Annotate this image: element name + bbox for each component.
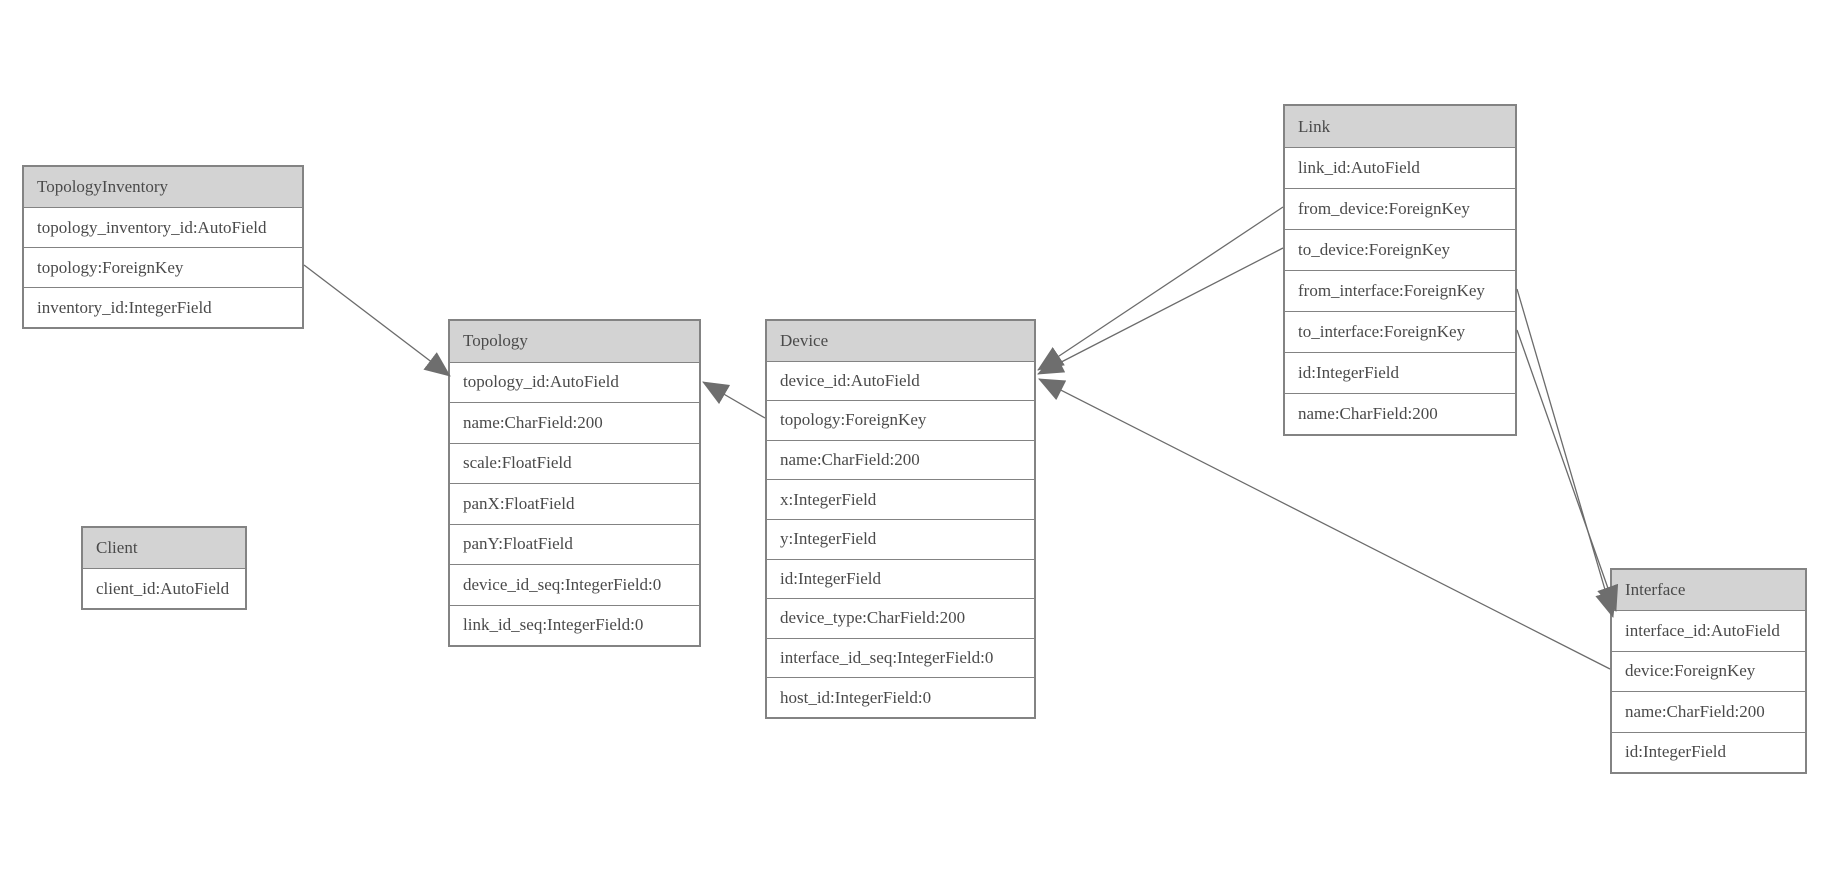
entity-title: Interface [1612, 570, 1805, 611]
entity-field: link_id_seq:IntegerField:0 [450, 604, 699, 645]
entity-field: y:IntegerField [767, 518, 1034, 559]
entity-field: device:ForeignKey [1612, 650, 1805, 692]
entity-field: panY:FloatField [450, 523, 699, 564]
entity-field: x:IntegerField [767, 479, 1034, 519]
relation-topologyinventory-topology [303, 264, 451, 377]
entity-field: interface_id:AutoField [1612, 610, 1805, 651]
entity-title: TopologyInventory [24, 167, 302, 207]
entity-field: panX:FloatField [450, 483, 699, 524]
entity-field: topology_id:AutoField [450, 361, 699, 402]
entity-field: name:CharField:200 [450, 402, 699, 443]
entity-field: from_interface:ForeignKey [1285, 270, 1515, 311]
entity-field: device_id_seq:IntegerField:0 [450, 564, 699, 605]
entity-field: to_device:ForeignKey [1285, 229, 1515, 270]
entity-field: topology_inventory_id:AutoField [24, 207, 302, 247]
entity-field: from_device:ForeignKey [1285, 188, 1515, 229]
entity-field: topology:ForeignKey [767, 400, 1034, 440]
relation-device-topology [702, 381, 766, 419]
entity-field: id:IntegerField [1612, 731, 1805, 772]
entity-field: host_id:IntegerField:0 [767, 677, 1034, 717]
entity-field: device_type:CharField:200 [767, 598, 1034, 638]
entity-field: topology:ForeignKey [24, 247, 302, 287]
entity-field: interface_id_seq:IntegerField:0 [767, 637, 1034, 678]
entity-field: scale:FloatField [450, 442, 699, 483]
entity-field: client_id:AutoField [83, 568, 245, 608]
entity-title: Client [83, 528, 245, 568]
entity-field: id:IntegerField [1285, 352, 1515, 393]
relation-link-to-interface [1516, 329, 1619, 612]
entity-title: Link [1285, 106, 1515, 147]
entity-field: id:IntegerField [767, 558, 1034, 599]
entity-title: Device [767, 321, 1034, 361]
entity-field: to_interface:ForeignKey [1285, 311, 1515, 352]
relation-link-from-device [1037, 206, 1284, 371]
relation-link-from-interface [1516, 288, 1617, 618]
entity-field: inventory_id:IntegerField [24, 287, 302, 327]
entity-title: Topology [450, 321, 699, 362]
relation-link-to-device [1037, 247, 1284, 375]
entity-field: device_id:AutoField [767, 360, 1034, 401]
entity-field: link_id:AutoField [1285, 147, 1515, 188]
entity-field: name:CharField:200 [1285, 393, 1515, 434]
entity-field: name:CharField:200 [1612, 691, 1805, 732]
entity-field: name:CharField:200 [767, 439, 1034, 480]
